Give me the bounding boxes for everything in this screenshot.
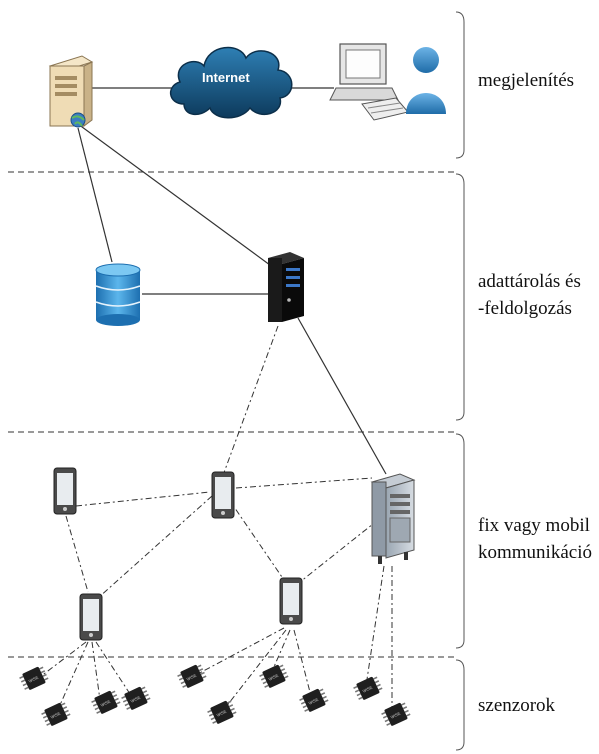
layer-label-storage-line1: adattárolás és <box>478 271 581 292</box>
sensor-chip-label: WISE <box>216 709 228 718</box>
layer-label-communication-line1: fix vagy mobil <box>478 515 590 536</box>
sensor-chip-label: WISE <box>28 675 40 684</box>
internet-cloud-icon: Internet <box>170 46 293 119</box>
sensor-chip-label: WISE <box>390 711 402 720</box>
sensor-chip-icon: WISE <box>381 702 411 726</box>
web-server-icon <box>48 55 94 128</box>
solid-connections <box>77 87 387 475</box>
link-phone-phone <box>65 515 89 593</box>
user-icon <box>406 47 446 114</box>
link-webserver-database <box>77 127 113 263</box>
sensor-chip-label: WISE <box>100 699 112 708</box>
layer-separators <box>8 171 458 658</box>
link-server-phone <box>221 325 279 479</box>
layer-label-storage-line2: -feldolgozás <box>478 298 572 319</box>
sensor-chip-icon: WISE <box>207 700 237 724</box>
link-sensor <box>365 565 385 687</box>
sensor-chip-icon: WISE <box>299 688 329 712</box>
layer-braces <box>455 11 465 751</box>
mobile-device-icon <box>79 593 103 641</box>
dashed-connections <box>35 325 393 715</box>
link-gateway-phone <box>299 519 379 583</box>
sensor-chips: WISE WISE WISE WISE WISE WISE WISE WISE WISE WISE <box>19 664 411 726</box>
link-phone-phone <box>97 495 213 599</box>
sensor-chip-label: WISE <box>50 711 62 720</box>
sensor-chip-label: WISE <box>308 697 320 706</box>
layer-label-presentation: megjelenítés <box>478 70 574 91</box>
internet-label: Internet <box>202 70 250 85</box>
mobile-device-icon <box>279 577 303 625</box>
sensor-chip-label: WISE <box>186 673 198 682</box>
link-sensor <box>221 629 287 713</box>
sensor-chip-icon: WISE <box>121 686 151 710</box>
link-server-gateway <box>297 317 387 475</box>
link-phone-phone <box>75 491 211 507</box>
mobile-device-icon <box>211 471 235 519</box>
mobile-phones <box>53 467 303 641</box>
database-icon <box>95 263 141 326</box>
desktop-computer-icon <box>329 43 409 121</box>
link-gateway-phone <box>235 477 373 489</box>
link-sensor <box>293 629 313 701</box>
brace-sensors <box>455 659 465 751</box>
brace-communication <box>455 433 465 649</box>
layer-label-communication-line2: kommunikáció <box>478 542 592 563</box>
link-sensor <box>91 641 101 701</box>
sensor-chip-label: WISE <box>268 673 280 682</box>
sensor-chip-icon: WISE <box>177 664 207 688</box>
sensor-chip-icon: WISE <box>353 676 383 700</box>
layer-label-sensors: szenzorok <box>478 695 556 716</box>
mobile-device-icon <box>53 467 77 515</box>
link-sensor <box>95 641 135 701</box>
link-webserver-server <box>77 123 275 269</box>
sensor-chip-label: WISE <box>362 685 374 694</box>
link-phone-phone <box>227 497 285 581</box>
gateway-tower-server-icon <box>370 473 416 564</box>
sensor-chip-label: WISE <box>130 695 142 704</box>
sensor-chip-icon: WISE <box>19 666 49 690</box>
link-sensor <box>55 641 89 715</box>
sensor-chip-icon: WISE <box>91 690 121 714</box>
link-sensor <box>35 641 87 681</box>
sensor-chip-icon: WISE <box>41 702 71 726</box>
rack-server-icon <box>268 252 304 322</box>
sensor-chip-icon: WISE <box>259 664 289 688</box>
link-sensor <box>193 627 285 677</box>
brace-presentation <box>455 11 465 159</box>
brace-storage <box>455 173 465 421</box>
